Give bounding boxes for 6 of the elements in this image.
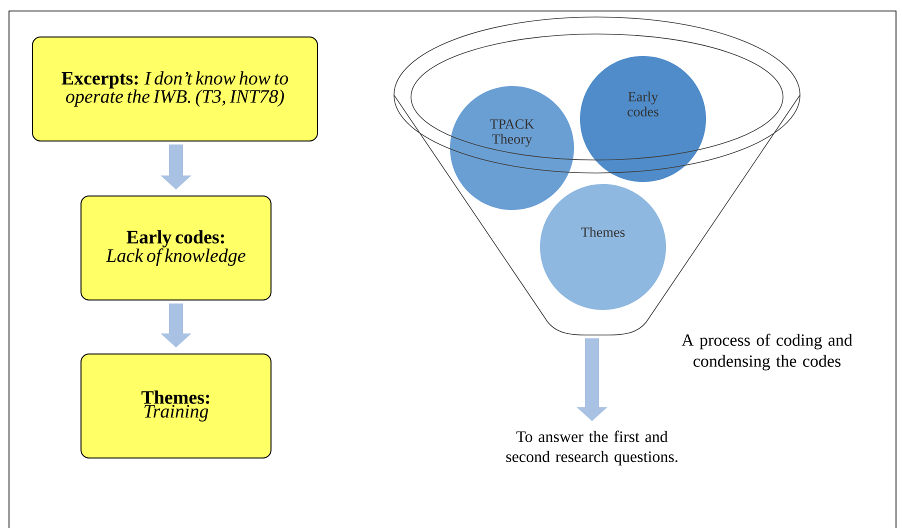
caption-text: A process of coding and condensing the codes: [682, 334, 852, 370]
funnel-drawing: [394, 16, 800, 336]
process-box: Excerpts: I don’t know how to operate the IWB. (T3, INT78): [32, 36, 318, 142]
process-box: Themes: Training: [80, 354, 272, 458]
result-text: To answer the first and second research questions.: [506, 430, 678, 466]
process-box: Early codes: Lack of knowledge: [80, 196, 272, 300]
